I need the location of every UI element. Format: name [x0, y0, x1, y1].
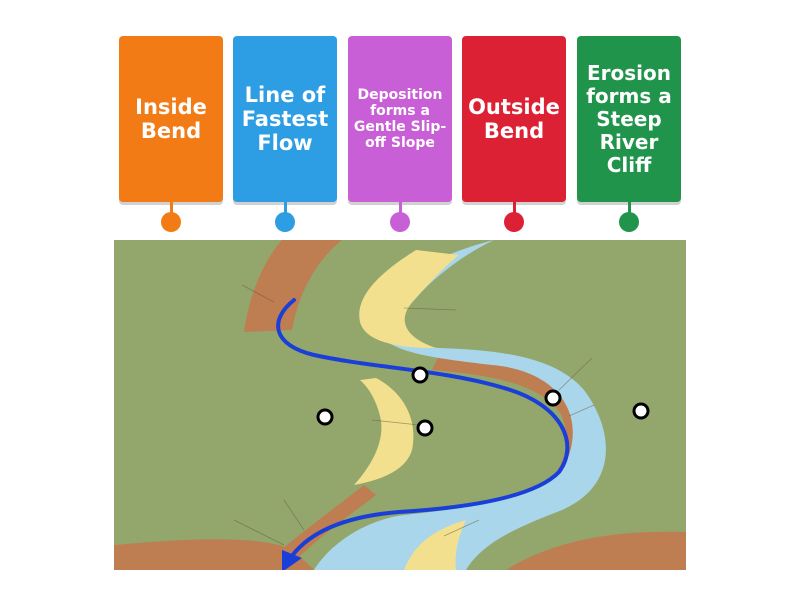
label-line-of-fastest-flow-stem — [284, 202, 287, 216]
sketch-line-8 — [443, 519, 480, 537]
meander-diagram — [114, 240, 686, 570]
sketch-line-2 — [403, 307, 457, 311]
cliff-upper-left — [244, 240, 342, 332]
drop-zone-inside-bend[interactable] — [316, 408, 334, 426]
deposition-middle-inner-bend — [354, 378, 414, 485]
drop-zones — [316, 366, 650, 437]
drop-zone-river-cliff[interactable] — [544, 389, 562, 407]
sketch-line-1 — [241, 284, 275, 303]
label-erosion-river-cliff-text: Erosion forms a Steep River Cliff — [586, 60, 672, 177]
label-erosion-river-cliff-pin[interactable] — [619, 212, 639, 232]
label-deposition-slip-off-slope-stem — [399, 202, 402, 216]
sketch-line-6 — [233, 519, 285, 546]
label-deposition-slip-off-slope-pin[interactable] — [390, 212, 410, 232]
deposition-upper-inner-bend — [359, 250, 459, 348]
label-deposition-slip-off-slope-text: Deposition forms a Gentle Slip-off Slope — [353, 86, 447, 152]
cliff-lower-left — [114, 539, 314, 570]
drop-zone-fastest-flow[interactable] — [411, 366, 429, 384]
fastest-flow-line — [276, 298, 570, 562]
label-erosion-river-cliff-stem — [628, 202, 631, 216]
deposition-lower-bend — [404, 520, 466, 570]
label-outside-bend[interactable]: Outside Bend — [462, 36, 566, 202]
cliff-lower-right — [506, 531, 686, 570]
label-tray: Inside Bend Line of Fastest Flow Deposit… — [0, 0, 800, 240]
sketch-lines — [233, 284, 595, 546]
sketch-line-4 — [568, 404, 595, 417]
sketch-line-7 — [283, 499, 305, 531]
sketch-line-5 — [371, 419, 420, 426]
drop-zone-slip-off-slope[interactable] — [416, 419, 434, 437]
label-line-of-fastest-flow-text: Line of Fastest Flow — [241, 82, 329, 156]
label-deposition-slip-off-slope[interactable]: Deposition forms a Gentle Slip-off Slope — [348, 36, 452, 202]
label-inside-bend-pin[interactable] — [161, 212, 181, 232]
label-outside-bend-text: Outside Bend — [468, 94, 560, 143]
label-outside-bend-stem — [513, 202, 516, 216]
sketch-line-3 — [558, 357, 593, 391]
label-inside-bend-text: Inside Bend — [135, 94, 207, 143]
fastest-flow-arrowhead — [282, 550, 302, 570]
cliff-lower-bend — [266, 485, 376, 570]
label-inside-bend-stem — [170, 202, 173, 216]
drop-zone-outside-bend[interactable] — [632, 402, 650, 420]
label-line-of-fastest-flow[interactable]: Line of Fastest Flow — [233, 36, 337, 202]
label-line-of-fastest-flow-pin[interactable] — [275, 212, 295, 232]
label-inside-bend[interactable]: Inside Bend — [119, 36, 223, 202]
label-outside-bend-pin[interactable] — [504, 212, 524, 232]
label-erosion-river-cliff[interactable]: Erosion forms a Steep River Cliff — [577, 36, 681, 202]
